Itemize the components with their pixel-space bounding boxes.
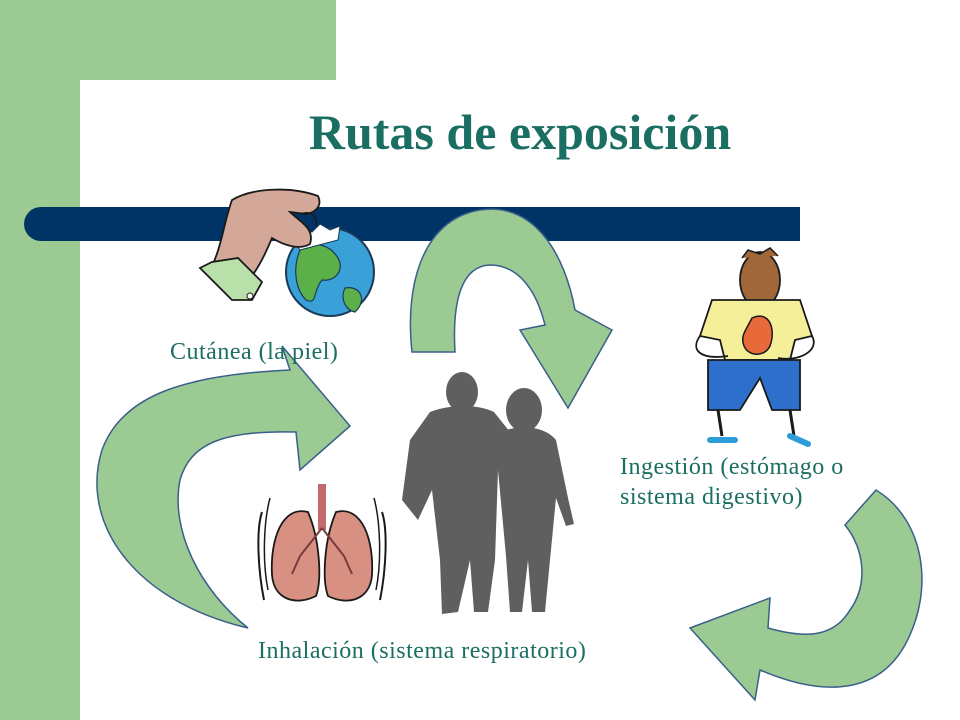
side-band-decoration: [0, 0, 80, 720]
cycle-arrow-top: [409, 208, 614, 410]
route-label-cutanea: Cutánea (la piel): [170, 339, 339, 365]
cycle-arrow-bottom-right: [688, 489, 923, 702]
slide-title: Rutas de exposición: [308, 104, 732, 160]
route-label-inhalacion: Inhalación (sistema respiratorio): [258, 638, 587, 664]
route-label-ingestion-line2: sistema digestivo): [620, 484, 803, 510]
lungs-icon: [257, 484, 387, 602]
route-label-ingestion: Ingestión (estómago o sistema digestivo): [620, 452, 900, 512]
route-label-ingestion-line1: Ingestión (estómago o: [620, 454, 844, 480]
top-band-decoration: [0, 0, 336, 80]
stomach-person-icon: [695, 247, 815, 447]
hand-globe-icon: [198, 188, 375, 317]
cycle-arrow-left: [96, 345, 352, 629]
people-silhouette-icon: [402, 372, 574, 614]
